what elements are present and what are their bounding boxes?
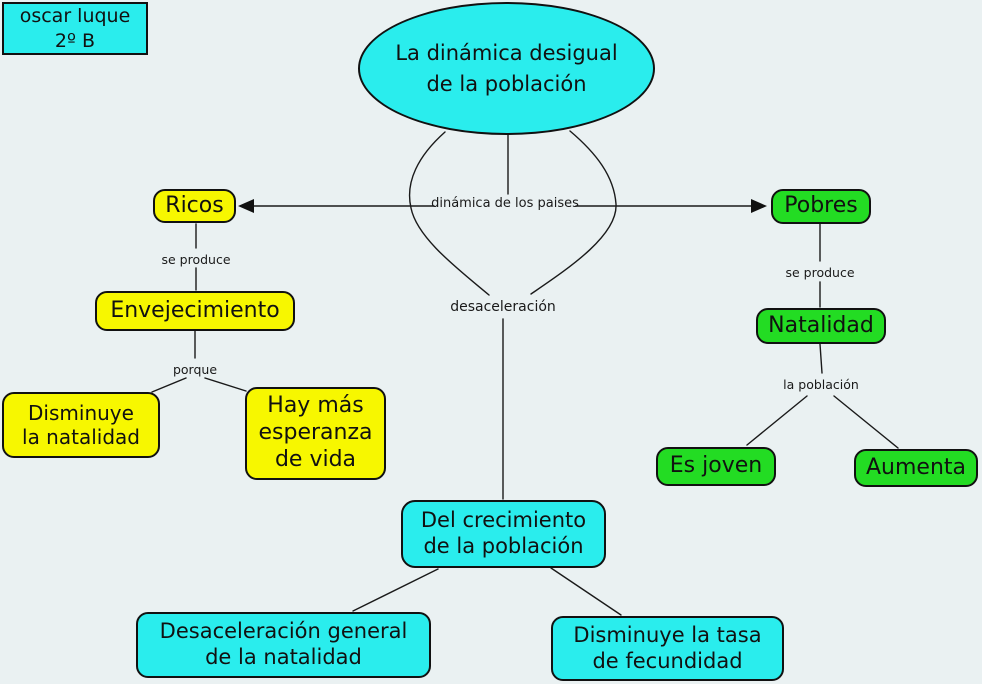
link-label-dinamica-paises[interactable]: dinámica de los paises (431, 196, 579, 211)
edge-root-left-curve (408, 131, 490, 296)
node-disminuye-tasa[interactable]: Disminuye la tasa de fecundidad (551, 616, 784, 681)
node-ricos[interactable]: Ricos (153, 189, 236, 223)
arrowhead-ricos (238, 199, 254, 213)
node-del-crecimiento[interactable]: Del crecimiento de la población (401, 500, 606, 568)
node-root-concept[interactable]: La dinámica desigual de la población (358, 2, 655, 135)
node-aumenta[interactable]: Aumenta (854, 449, 978, 487)
edge-root-right-curve (530, 130, 617, 295)
node-envejecimiento[interactable]: Envejecimiento (95, 291, 295, 331)
link-label-se-produce-left[interactable]: se produce (161, 252, 231, 267)
link-label-porque[interactable]: porque (172, 362, 218, 377)
author-box[interactable]: oscar luque 2º B (2, 2, 148, 55)
node-disminuye-natalidad[interactable]: Disminuye la natalidad (2, 392, 160, 458)
node-desaceleracion-general[interactable]: Desaceleración general de la natalidad (136, 612, 431, 678)
link-label-desaceleracion[interactable]: desaceleración (450, 299, 556, 315)
node-pobres[interactable]: Pobres (771, 189, 871, 224)
link-label-la-poblacion[interactable]: la población (783, 377, 859, 392)
node-natalidad[interactable]: Natalidad (756, 308, 886, 344)
link-label-se-produce-right[interactable]: se produce (785, 265, 855, 280)
node-es-joven[interactable]: Es joven (656, 447, 776, 486)
arrowhead-pobres (751, 199, 767, 213)
node-hay-mas-esperanza[interactable]: Hay más esperanza de vida (245, 387, 386, 480)
